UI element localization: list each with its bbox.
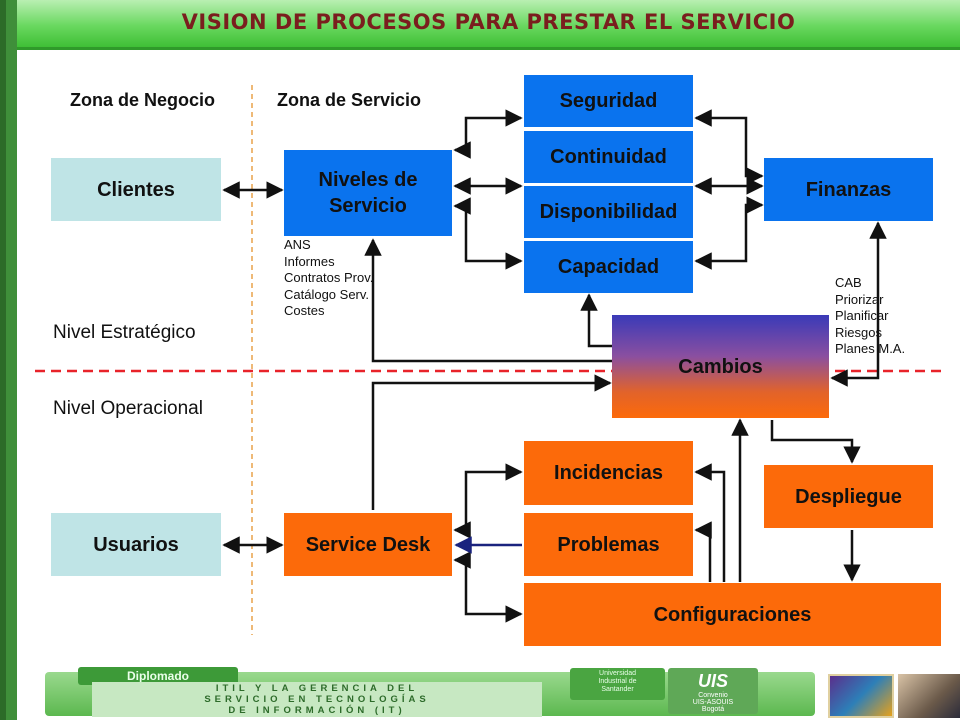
arrow-servicedesk-incidencias [453,463,523,539]
capacidad-label: Capacidad [557,256,660,278]
seguridad-box: Seguridad [524,75,693,127]
disponibilidad-label: Disponibilidad [539,201,678,223]
course-line: DE INFORMACIÓN (IT) [228,705,406,716]
clientes-label: Clientes [97,178,175,201]
arrow-cambios-despliegue [770,420,861,464]
niveles-note: Costes [284,303,325,318]
course-title: ITIL Y LA GERENCIA DEL SERVICIO EN TECNO… [92,682,542,717]
cambios-note: Priorizar [835,291,884,307]
convenio-line: Convenio [698,692,728,699]
niveles-note: Catálogo Serv. [284,286,370,302]
uis-logo-text: UIS [697,671,728,691]
diplomado-tab: Diplomado [78,667,238,685]
configuraciones-label: Configuraciones [653,603,812,626]
capacidad-box: Capacidad [524,241,693,293]
niveles-note: ANS [284,237,311,252]
configuraciones-box: Configuraciones [524,583,941,646]
arrow-configuraciones-incidencias [694,463,726,582]
university-line: Santander [601,686,634,693]
niveles-note: Contratos Prov. [284,270,374,285]
level-operacional-label: Nivel Operacional [53,398,203,419]
zone-negocio-label: Zona de Negocio [70,90,216,110]
convenio-line: Bogotá [701,706,725,713]
arrow-capacidad-finanzas [694,196,764,270]
usuarios-box: Usuarios [51,513,221,576]
course-line: SERVICIO EN TECNOLOGÍAS [204,694,430,705]
finanzas-label: Finanzas [805,178,892,201]
problemas-label: Problemas [557,533,660,556]
convenio-line: UIS-ASOUIS [692,699,734,706]
arrow-servicedesk-configuraciones [453,551,523,623]
title-bar [17,0,960,50]
niveles-servicio-label: Niveles de Servicio [318,169,418,217]
university-line: Industrial de [598,678,637,685]
finanzas-box: Finanzas [764,158,933,221]
cambios-box: Cambios [612,315,829,418]
arrow-cambios-finanzas [830,221,887,387]
level-estrategico-label: Nivel Estratégico [53,322,196,343]
arrow-cambios-niveles [364,238,612,363]
continuidad-label: Continuidad [550,146,667,168]
arrow-cambios-capacidad [580,293,612,348]
cambios-note: Planificar [835,308,889,323]
problemas-box: Problemas [524,513,693,576]
left-accent-bar [0,0,17,720]
uis-logo: UIS Convenio UIS-ASOUIS Bogotá [668,668,758,714]
arrow-niveles-capacidad [453,197,523,270]
decorative-thumbnail-image [828,674,894,718]
incidencias-label: Incidencias [554,462,663,484]
cambios-note: CAB [835,275,862,290]
cambios-note: Riesgos [835,324,882,340]
service-desk-label: Service Desk [305,533,431,556]
course-line: ITIL Y LA GERENCIA DEL [215,683,419,694]
usuarios-label: Usuarios [93,533,179,556]
decorative-photo-image [898,674,960,718]
niveles-note: Informes [284,253,335,269]
incidencias-box: Incidencias [524,441,693,505]
slide-title: VISION DE PROCESOS PARA PRESTAR EL SERVI… [181,10,796,34]
zone-servicio-label: Zona de Servicio [277,90,422,110]
arrow-niveles-seguridad [453,109,523,159]
niveles-notes: ANS Informes Contratos Prov. Catálogo Se… [284,237,373,320]
seguridad-label: Seguridad [559,90,658,112]
cambios-note: Planes M.A. [835,341,906,356]
university-line: Universidad [599,670,636,677]
left-accent-shade [0,0,6,720]
arrow-seguridad-finanzas [694,109,764,185]
arrow-servicedesk-cambios [371,374,612,510]
niveles-servicio-box: Niveles de Servicio [284,150,452,236]
continuidad-box: Continuidad [524,131,693,183]
arrow-configuraciones-problemas [694,521,712,582]
disponibilidad-box: Disponibilidad [524,186,693,238]
despliegue-box: Despliegue [764,465,933,528]
cambios-notes: CAB Priorizar Planificar Riesgos Planes … [835,275,905,358]
service-desk-box: Service Desk [284,513,452,576]
university-logo: Universidad Industrial de Santander [570,668,665,700]
despliegue-label: Despliegue [795,485,902,508]
clientes-box: Clientes [51,158,221,221]
cambios-label: Cambios [678,355,763,378]
